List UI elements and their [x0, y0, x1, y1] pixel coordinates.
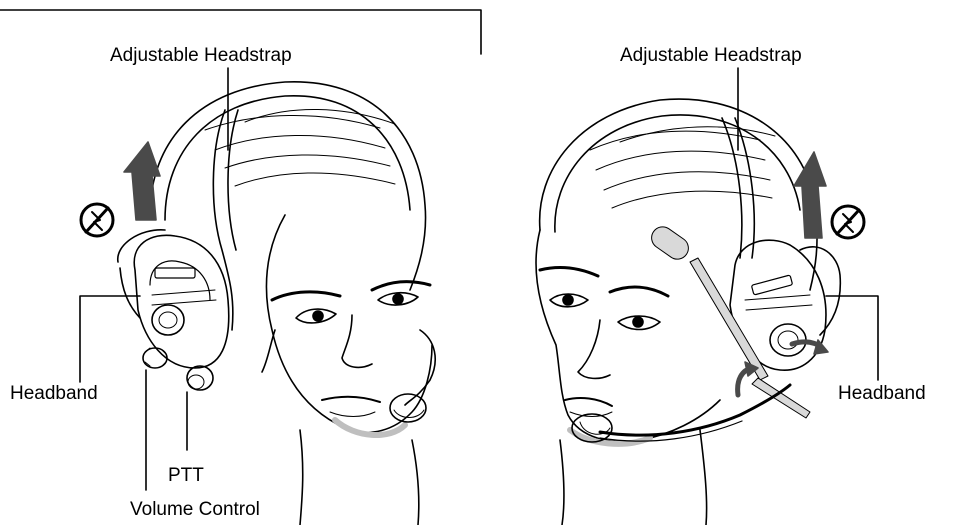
right-up-arrow-icon — [794, 152, 826, 238]
left-figure — [80, 68, 435, 525]
left-face-outline — [266, 215, 432, 432]
left-earcup — [134, 235, 229, 368]
ptt-button — [187, 366, 213, 390]
right-figure — [536, 68, 878, 525]
right-mic-boom — [600, 385, 790, 435]
left-headstrap-pad — [150, 82, 426, 290]
volume-control-knob — [143, 348, 167, 368]
left-headband-label: Headband — [10, 384, 98, 403]
right-headband-label: Headband — [838, 384, 926, 403]
right-headstrap-pad — [540, 99, 817, 290]
left-earcup-knob — [152, 305, 184, 335]
right-no-symbol-icon — [832, 206, 864, 238]
volume-control-label: Volume Control — [130, 500, 260, 519]
right-headstrap-label: Adjustable Headstrap — [620, 46, 802, 65]
left-headstrap-label: Adjustable Headstrap — [110, 46, 292, 65]
left-headband-leader — [80, 296, 140, 382]
ptt-label: PTT — [168, 466, 204, 485]
left-up-arrow-icon — [124, 142, 160, 220]
left-no-symbol-icon — [81, 204, 113, 236]
right-headband-leader — [826, 296, 878, 380]
